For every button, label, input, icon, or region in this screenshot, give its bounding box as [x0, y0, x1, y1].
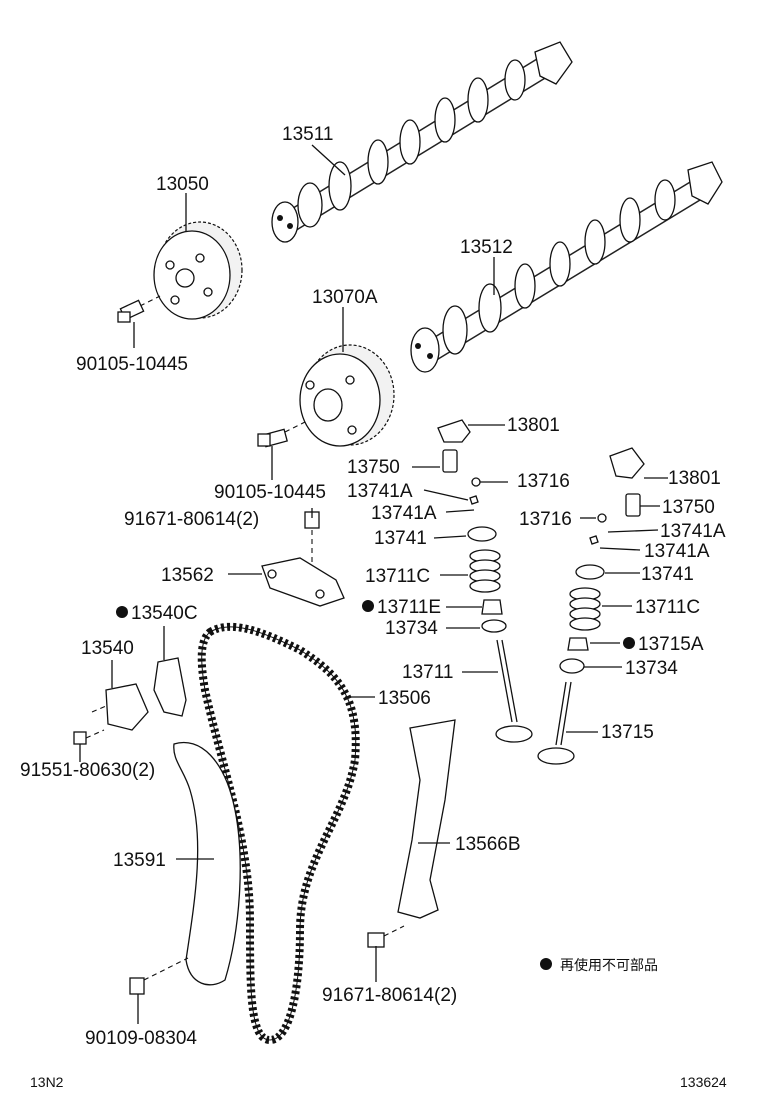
non-reusable-marker: [362, 600, 374, 612]
label-13750-b: 13750: [662, 497, 715, 518]
timing-gear-13070A: [299, 344, 395, 447]
valve-train-left: [437, 419, 533, 743]
label-13711: 13711: [402, 662, 453, 683]
label-13741-b: 13741: [641, 564, 694, 585]
label-13506: 13506: [378, 688, 431, 709]
label-90109-08304: 90109-08304: [85, 1028, 197, 1049]
label-13540C: 13540C: [131, 603, 198, 624]
label-13711E: 13711E: [377, 597, 441, 618]
label-13566B: 13566B: [455, 834, 521, 855]
label-13801-b: 13801: [668, 468, 721, 489]
label-13734-b: 13734: [625, 658, 678, 679]
timing-gear-13050: [153, 221, 243, 320]
footer-left-code: 13N2: [30, 1074, 64, 1090]
label-13591: 13591: [113, 850, 166, 871]
label-13716-b: 13716: [519, 509, 572, 530]
chain-damper-13566B: [367, 719, 456, 948]
non-reusable-marker: [623, 637, 635, 649]
camshaft-13512: [410, 161, 723, 373]
tensioner-13540: [73, 657, 187, 745]
label-13540: 13540: [81, 638, 134, 659]
label-13734-a: 13734: [385, 618, 438, 639]
label-13711C-b: 13711C: [635, 597, 700, 618]
label-13741A-a: 13741A: [347, 481, 413, 502]
label-13711C-a: 13711C: [365, 566, 430, 587]
label-91671-80614-b: 91671-80614(2): [322, 985, 457, 1006]
chain-slipper-13591: [129, 741, 241, 995]
label-13741A-b: 13741A: [371, 503, 437, 524]
label-13512: 13512: [460, 237, 513, 258]
legend-text: 再使用不可部品: [560, 957, 658, 973]
timing-chain-13506: [197, 622, 360, 1045]
bolt-90105-a: [117, 295, 161, 323]
label-90105-10445-a: 90105-10445: [76, 354, 188, 375]
label-13801-a: 13801: [507, 415, 560, 436]
label-13715A: 13715A: [638, 634, 704, 655]
chain-guide-13562: [261, 511, 345, 607]
label-91671-80614-a: 91671-80614(2): [124, 509, 259, 530]
part-labels: 13511 13050 13512 13070A 90105-10445 901…: [20, 124, 726, 1049]
label-91551-80630: 91551-80630(2): [20, 760, 155, 781]
label-13050: 13050: [156, 174, 209, 195]
label-13511: 13511: [282, 124, 333, 145]
bolt-90105-b: [257, 421, 306, 448]
legend-marker: [540, 958, 552, 970]
legend: 再使用不可部品: [540, 957, 658, 973]
camshaft-13511: [271, 41, 573, 243]
non-reusable-marker: [116, 606, 128, 618]
label-13070A: 13070A: [312, 287, 378, 308]
label-90105-10445-b: 90105-10445: [214, 482, 326, 503]
label-13741A-c: 13741A: [660, 521, 726, 542]
label-13741-a: 13741: [374, 528, 427, 549]
label-13716-a: 13716: [517, 471, 570, 492]
label-13715: 13715: [601, 722, 654, 743]
valve-train-right: [537, 447, 645, 765]
label-13741A-d: 13741A: [644, 541, 710, 562]
label-13750-a: 13750: [347, 457, 400, 478]
label-13562: 13562: [161, 565, 214, 586]
leader-lines: [79, 144, 668, 1024]
footer-right-code: 133624: [680, 1074, 727, 1090]
